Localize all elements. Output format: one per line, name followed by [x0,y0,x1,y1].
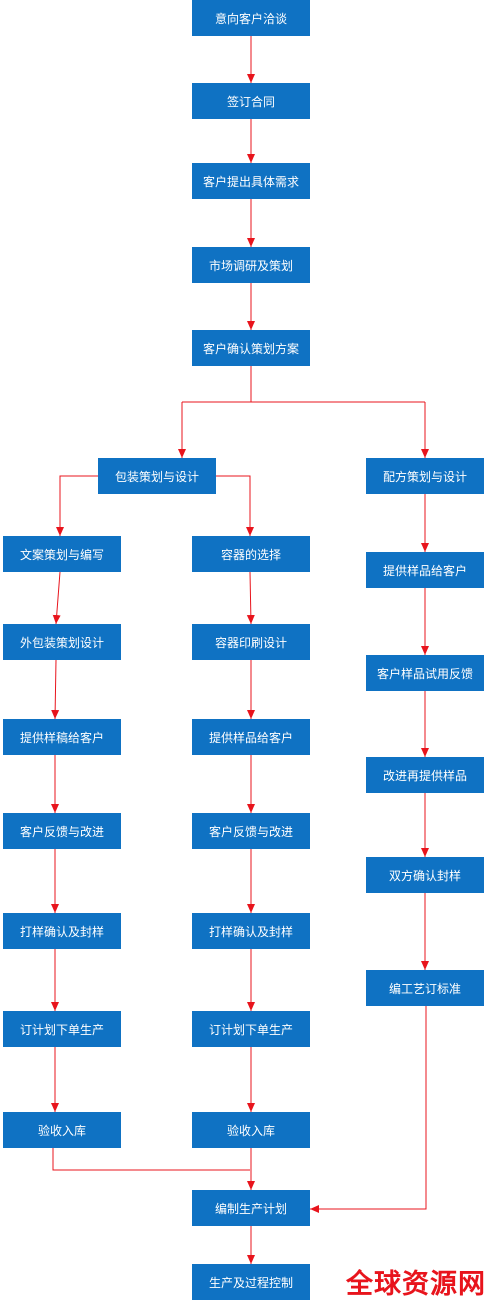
node-feedback-middle[interactable]: 客户反馈与改进 [192,813,310,849]
watermark-logo: 全球资源网 [346,1269,486,1300]
connector-arrow-9 [216,475,254,536]
node-container-selection[interactable]: 容器的选择 [192,536,310,572]
node-warehouse-middle[interactable]: 验收入库 [192,1112,310,1148]
node-order-production-left[interactable]: 订计划下单生产 [3,1011,121,1047]
node-process-standard[interactable]: 编工艺订标准 [366,970,484,1006]
node-copywriting[interactable]: 文案策划与编写 [3,536,121,572]
node-feedback-left[interactable]: 客户反馈与改进 [3,813,121,849]
node-sample-trial-feedback[interactable]: 客户样品试用反馈 [366,655,484,691]
node-sign-contract[interactable]: 签订合同 [192,83,310,119]
node-formula-design[interactable]: 配方策划与设计 [366,458,484,494]
node-warehouse-left[interactable]: 验收入库 [3,1112,121,1148]
connector-arrow-10 [52,571,61,625]
connector-arrow-11 [51,659,60,720]
node-container-print-design[interactable]: 容器印刷设计 [192,624,310,660]
node-market-research[interactable]: 市场调研及策划 [192,247,310,283]
connector-arrow-8 [56,475,98,536]
node-provide-draft[interactable]: 提供样稿给客户 [3,719,121,755]
node-packaging-design[interactable]: 包装策划与设计 [98,458,216,494]
node-production-plan[interactable]: 编制生产计划 [192,1190,310,1226]
node-confirm-plan[interactable]: 客户确认策划方案 [192,330,310,366]
node-proof-seal-middle[interactable]: 打样确认及封样 [192,913,310,949]
node-provide-sample-right[interactable]: 提供样品给客户 [366,552,484,588]
connector-line-27 [52,1148,250,1171]
node-outer-package-design[interactable]: 外包装策划设计 [3,624,121,660]
node-provide-sample-middle[interactable]: 提供样品给客户 [192,719,310,755]
connector-arrow-16 [246,571,255,625]
connector-arrow-29 [310,1006,427,1213]
node-proof-seal-left[interactable]: 打样确认及封样 [3,913,121,949]
node-production-control[interactable]: 生产及过程控制 [192,1264,310,1300]
node-order-production-middle[interactable]: 订计划下单生产 [192,1011,310,1047]
node-improve-resample[interactable]: 改进再提供样品 [366,757,484,793]
node-mutual-seal[interactable]: 双方确认封样 [366,857,484,893]
node-customer-requirements[interactable]: 客户提出具体需求 [192,163,310,199]
node-intent-negotiation[interactable]: 意向客户洽谈 [192,0,310,36]
